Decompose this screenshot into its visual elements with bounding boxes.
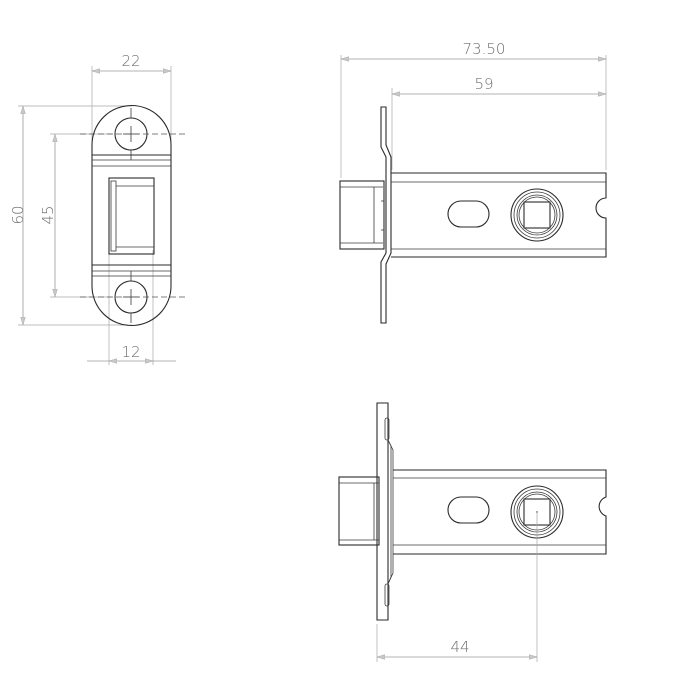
dim-body-length: 59 xyxy=(474,75,493,93)
faceplate-outline xyxy=(91,104,172,327)
dim-screw-centers: 45 xyxy=(39,205,57,224)
forend-plate xyxy=(380,106,392,324)
latch-bolt xyxy=(339,180,385,250)
dim-bolt-width: 12 xyxy=(121,343,140,361)
dim-overall-length: 73.50 xyxy=(463,40,506,58)
case-slot xyxy=(447,496,490,524)
latch-bolt xyxy=(338,476,380,546)
front-plate-view: 22 60 45 12 xyxy=(9,52,185,365)
side-view-bottom: 44 xyxy=(338,402,607,662)
forend-plate xyxy=(376,402,389,621)
case-slot xyxy=(447,200,490,228)
dim-backset: 44 xyxy=(450,638,469,656)
latch-case xyxy=(391,172,607,258)
dim-plate-width: 22 xyxy=(121,52,140,70)
latch-case xyxy=(393,469,607,555)
dim-plate-height: 60 xyxy=(9,205,27,224)
spindle-square xyxy=(523,201,551,229)
side-view-top: 73.50 59 xyxy=(339,40,607,324)
follower-hub xyxy=(510,188,564,242)
latch-bolt-face xyxy=(108,177,155,255)
